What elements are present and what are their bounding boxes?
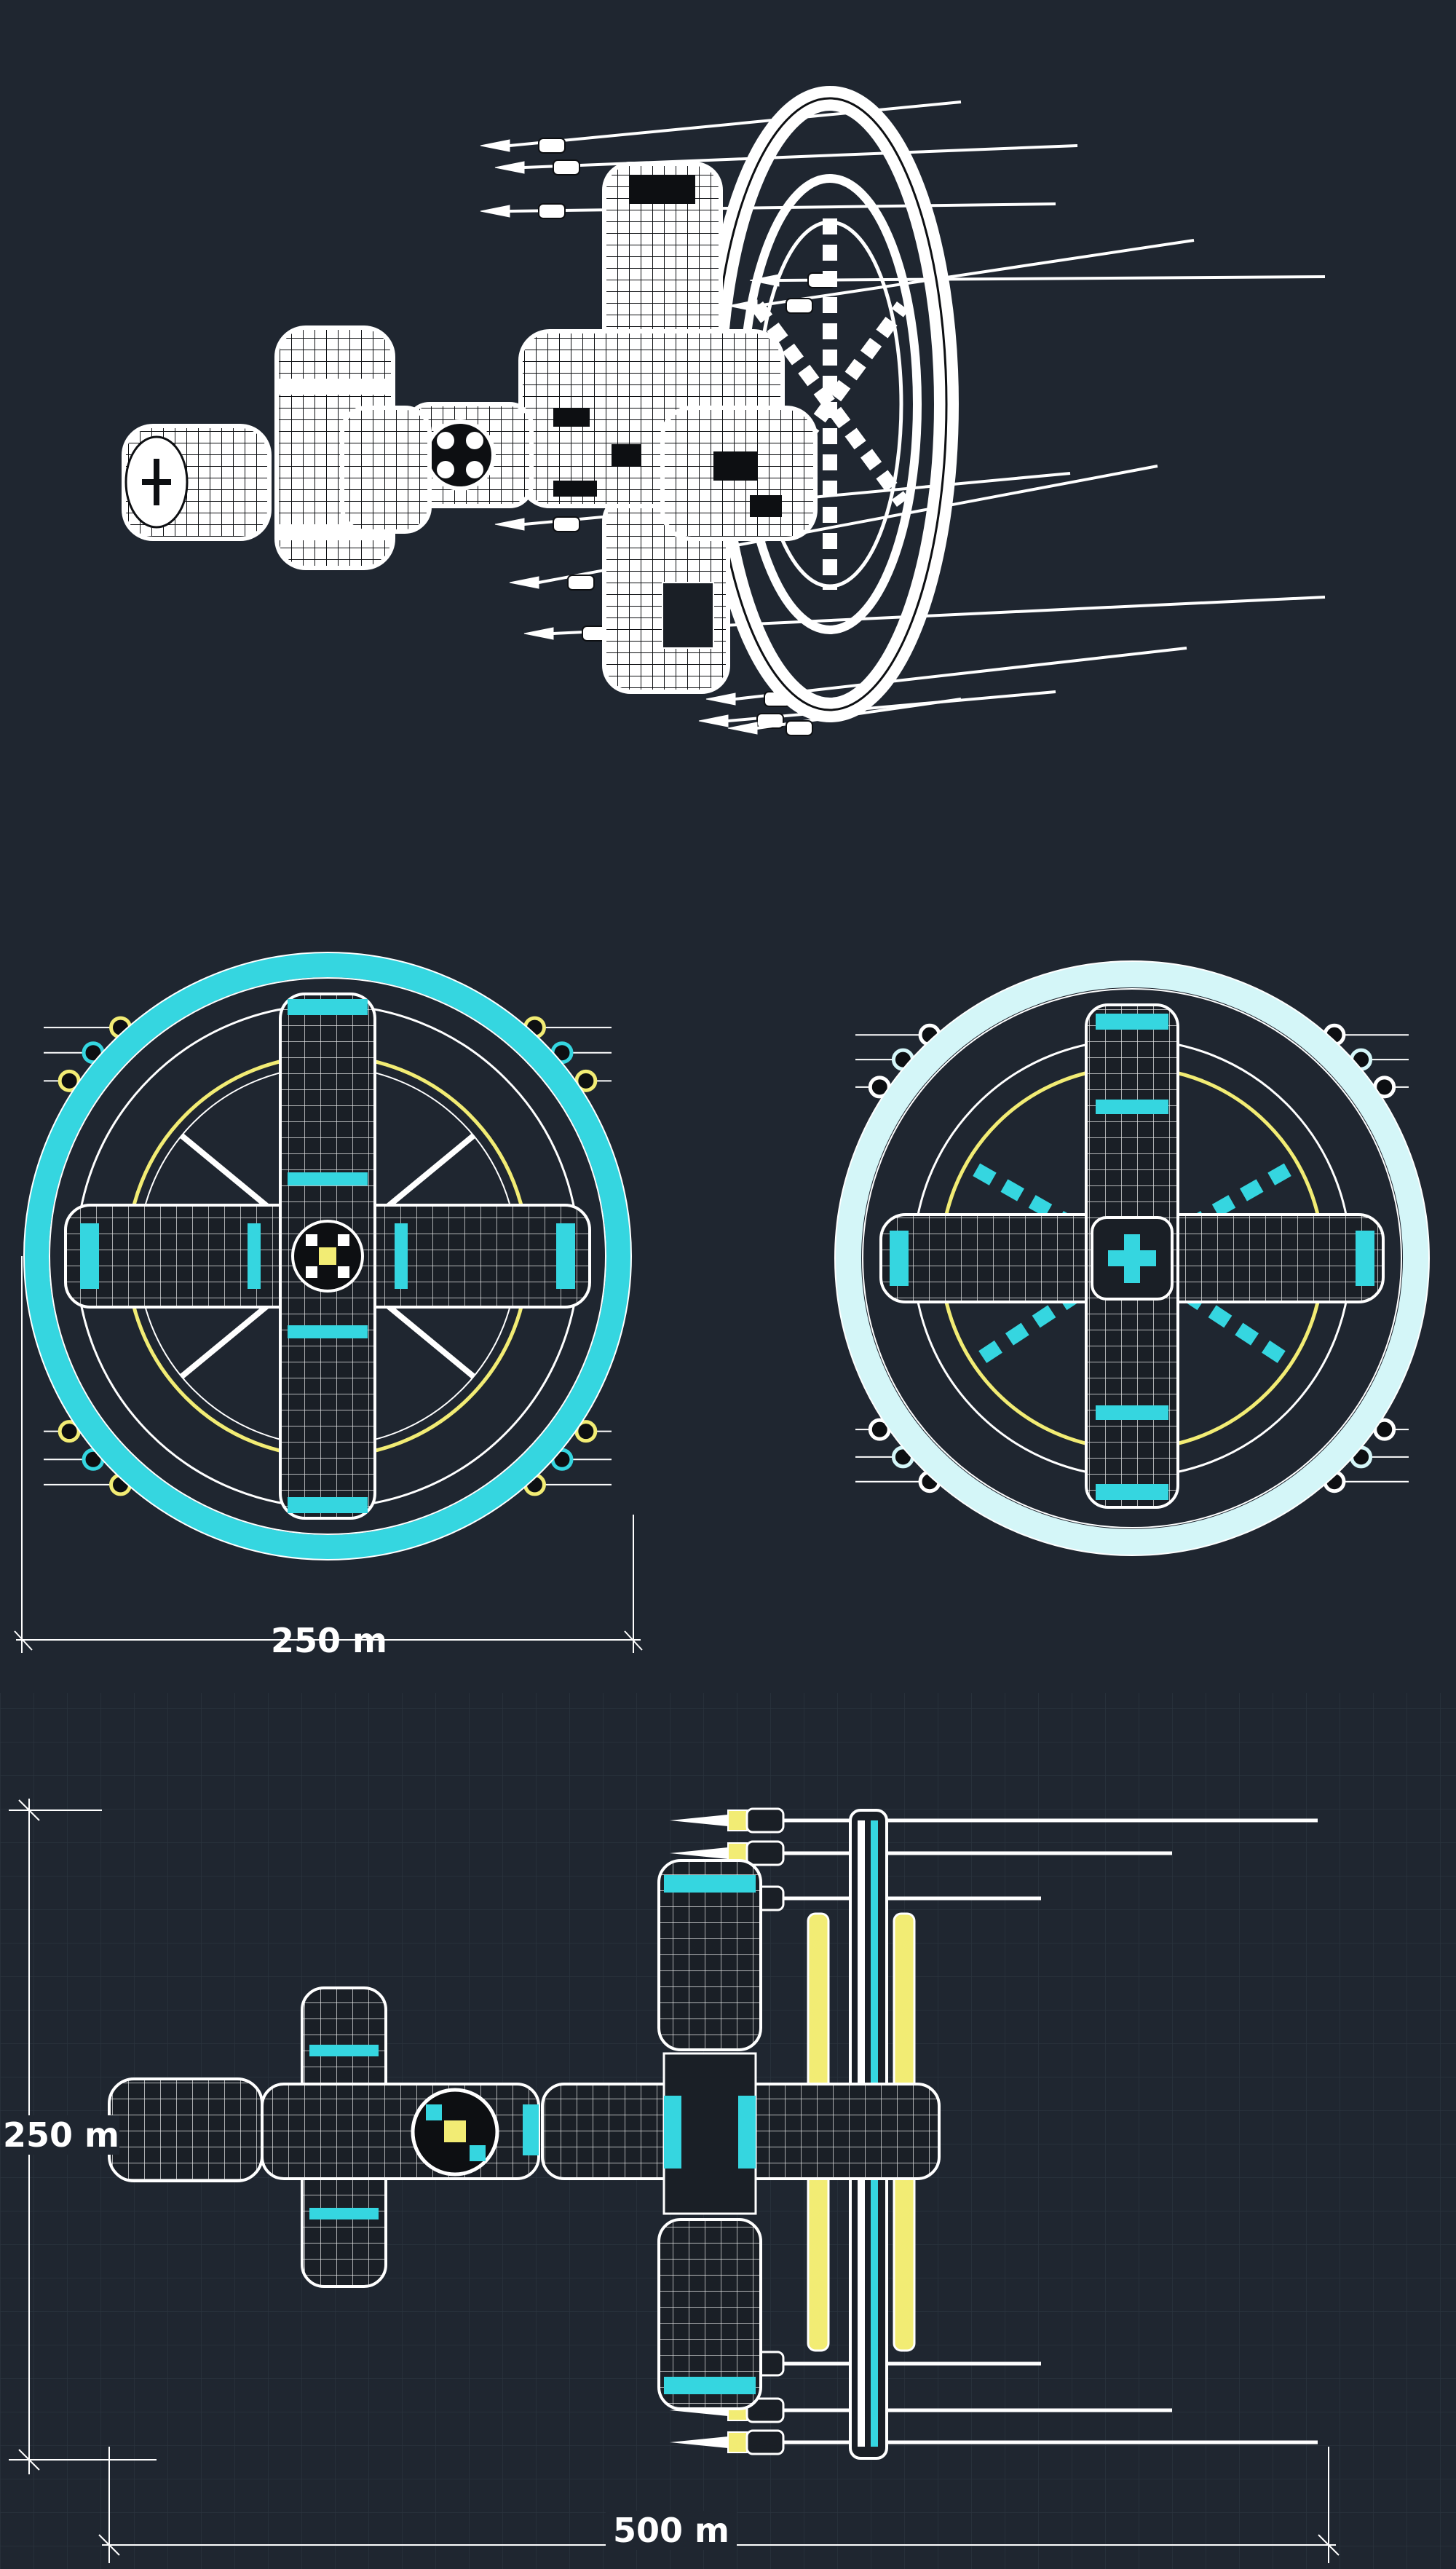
outer-ring	[835, 961, 1429, 1555]
front-dimension	[14, 1256, 643, 1653]
side-view	[0, 1693, 1456, 2569]
side-height-label: 250 m	[3, 2115, 119, 2155]
front-width-label: 250 m	[271, 1621, 387, 1660]
outer-ring	[24, 952, 631, 1560]
front-view-pale	[834, 960, 1430, 1556]
docking-port	[424, 419, 496, 491]
front-view-cyan	[23, 952, 632, 1560]
isometric-view	[122, 86, 1326, 736]
side-length-label: 500 m	[606, 2511, 737, 2550]
